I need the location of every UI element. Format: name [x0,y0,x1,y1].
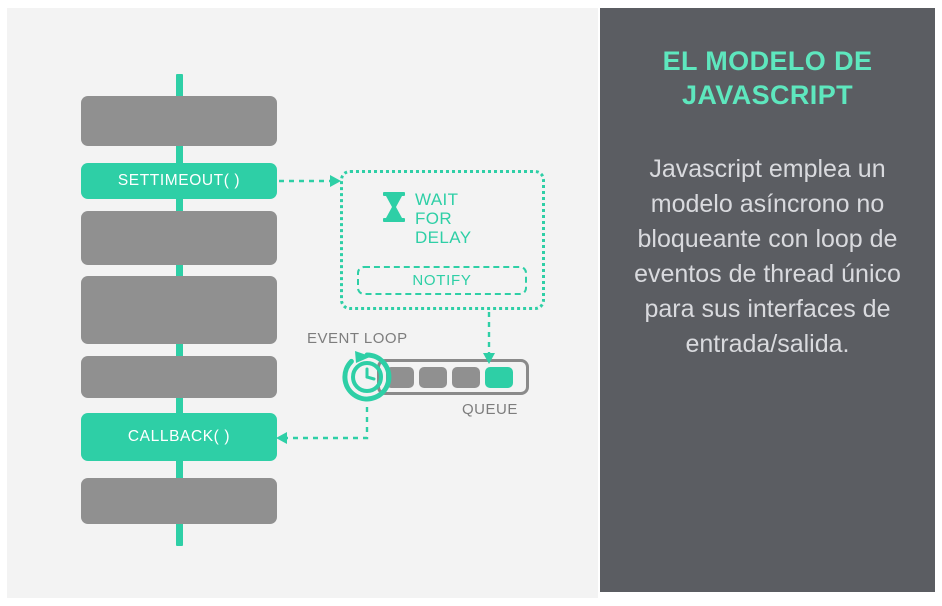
hourglass-icon [383,192,405,222]
wait-line-1: WAIT [415,190,459,209]
stack-block-idle-1 [81,96,277,146]
stack-block-label: CALLBACK( ) [127,428,231,445]
stack-block-callback[interactable]: CALLBACK( ) [81,413,277,461]
stack-block-idle-2 [81,211,277,265]
web-api-box: WAIT FOR DELAY NOTIFY [340,170,545,310]
event-queue [377,359,529,395]
queue-slot [452,366,480,388]
queue-label: QUEUE [462,401,518,418]
arrow-eventloop-to-callback [287,407,369,440]
notify-label: NOTIFY [412,272,472,289]
wait-for-delay-group: WAIT FOR DELAY [381,190,472,247]
stack-block-label: SETTIMEOUT( ) [117,172,241,189]
event-loop-label: EVENT LOOP [307,330,408,347]
stack-block-idle-4 [81,356,277,398]
panel-body: Javascript emplea un modelo asíncrono no… [634,155,901,358]
wait-line-3: DELAY [415,228,472,247]
stack-block-idle-5 [81,478,277,524]
queue-slot-filled [485,366,513,388]
queue-slot [386,366,414,388]
stack-block-settimeout[interactable]: SETTIMEOUT( ) [81,163,277,199]
diagram-stage: SETTIMEOUT( ) CALLBACK( ) [7,8,598,598]
wait-line-2: FOR [415,209,453,228]
queue-slot [419,366,447,388]
panel-title: EL MODELO DE JAVASCRIPT [662,46,873,110]
circular-arrow-clock-icon [342,351,392,402]
wait-for-delay-text: WAIT FOR DELAY [415,190,472,247]
arrowhead-callback [276,432,287,444]
stack-block-idle-3 [81,276,277,344]
notify-box: NOTIFY [357,266,527,295]
text-panel: EL MODELO DE JAVASCRIPT Javascript emple… [600,8,935,592]
